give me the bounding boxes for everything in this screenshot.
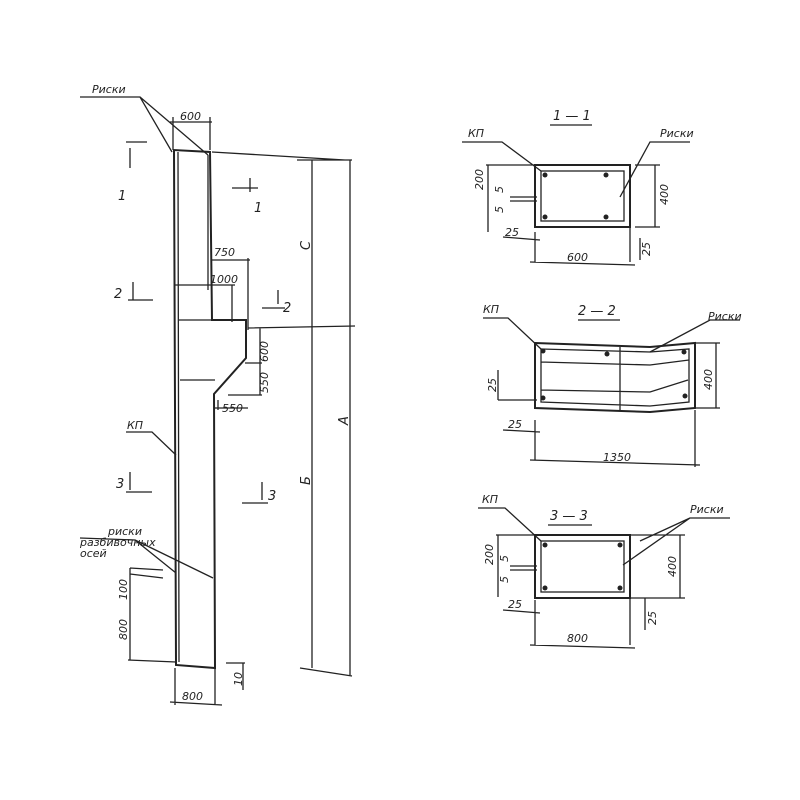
section-title: 1 — 1 bbox=[553, 109, 591, 124]
dim-1000: 1000 bbox=[210, 273, 238, 286]
riski-label: Риски bbox=[708, 310, 742, 323]
kp-label: КП bbox=[468, 127, 484, 140]
dim-25: 25 bbox=[505, 226, 519, 239]
riski-axes-label: осей bbox=[80, 547, 107, 560]
riski-axes-label: риски bbox=[107, 525, 142, 538]
riski-label: Риски bbox=[690, 503, 724, 516]
section-width: 600 bbox=[567, 251, 588, 264]
dim-100: 100 bbox=[117, 579, 130, 600]
section-mark-1: 1 bbox=[254, 201, 262, 216]
dim-25: 25 bbox=[646, 611, 659, 625]
dim-5: 5 bbox=[498, 576, 511, 583]
dim-800-v: 800 bbox=[117, 619, 130, 640]
section-title: 2 — 2 bbox=[578, 304, 616, 319]
column-elevation: Риски 600 1 1 750 1000 2 2 600 550 550 К… bbox=[79, 83, 356, 706]
dim-c: С bbox=[299, 240, 314, 250]
dim-750: 750 bbox=[214, 246, 235, 259]
dim-550-h: 550 bbox=[222, 402, 243, 415]
dim-25: 25 bbox=[640, 242, 653, 256]
section-mark-3: 3 bbox=[268, 489, 276, 504]
dim-25: 25 bbox=[508, 598, 522, 611]
dim-25: 25 bbox=[508, 418, 522, 431]
kp-label: КП bbox=[482, 493, 498, 506]
riski-axes-label: разбивочных bbox=[79, 536, 156, 549]
dim-b: Б bbox=[299, 476, 314, 485]
riski-label: Риски bbox=[660, 127, 694, 140]
section-mark-3: 3 bbox=[116, 477, 124, 492]
kp-label: КП bbox=[483, 303, 499, 316]
riski-label: Риски bbox=[92, 83, 126, 96]
dim-10: 10 bbox=[232, 672, 245, 686]
section-3-3: 3 — 3 КП Риски 200 5 5 400 25 25 800 bbox=[478, 493, 730, 649]
dim-a: А bbox=[337, 416, 352, 426]
dim-200: 200 bbox=[473, 169, 486, 190]
dim-550-v: 550 bbox=[258, 372, 271, 393]
dim-800-bottom: 800 bbox=[182, 690, 203, 703]
dim-600-v: 600 bbox=[258, 341, 271, 362]
dim-400: 400 bbox=[702, 369, 715, 390]
section-1-1: 1 — 1 КП Риски 200 5 5 400 25 25 600 bbox=[462, 109, 694, 266]
section-width: 800 bbox=[567, 632, 588, 645]
dim-400: 400 bbox=[666, 556, 679, 577]
dim-400: 400 bbox=[658, 184, 671, 205]
section-2-2: 2 — 2 КП Риски 25 400 25 1350 bbox=[483, 303, 742, 467]
dim-600: 600 bbox=[180, 110, 201, 123]
section-mark-1: 1 bbox=[118, 189, 126, 204]
section-width: 1350 bbox=[603, 451, 631, 464]
dim-5: 5 bbox=[493, 186, 506, 193]
dim-5: 5 bbox=[498, 555, 511, 562]
section-title: 3 — 3 bbox=[550, 509, 588, 524]
section-mark-2: 2 bbox=[114, 287, 122, 302]
dim-5: 5 bbox=[493, 206, 506, 213]
dim-25: 25 bbox=[486, 378, 499, 392]
dim-200: 200 bbox=[483, 544, 496, 565]
kp-label: КП bbox=[127, 419, 143, 432]
section-mark-2: 2 bbox=[283, 301, 291, 316]
